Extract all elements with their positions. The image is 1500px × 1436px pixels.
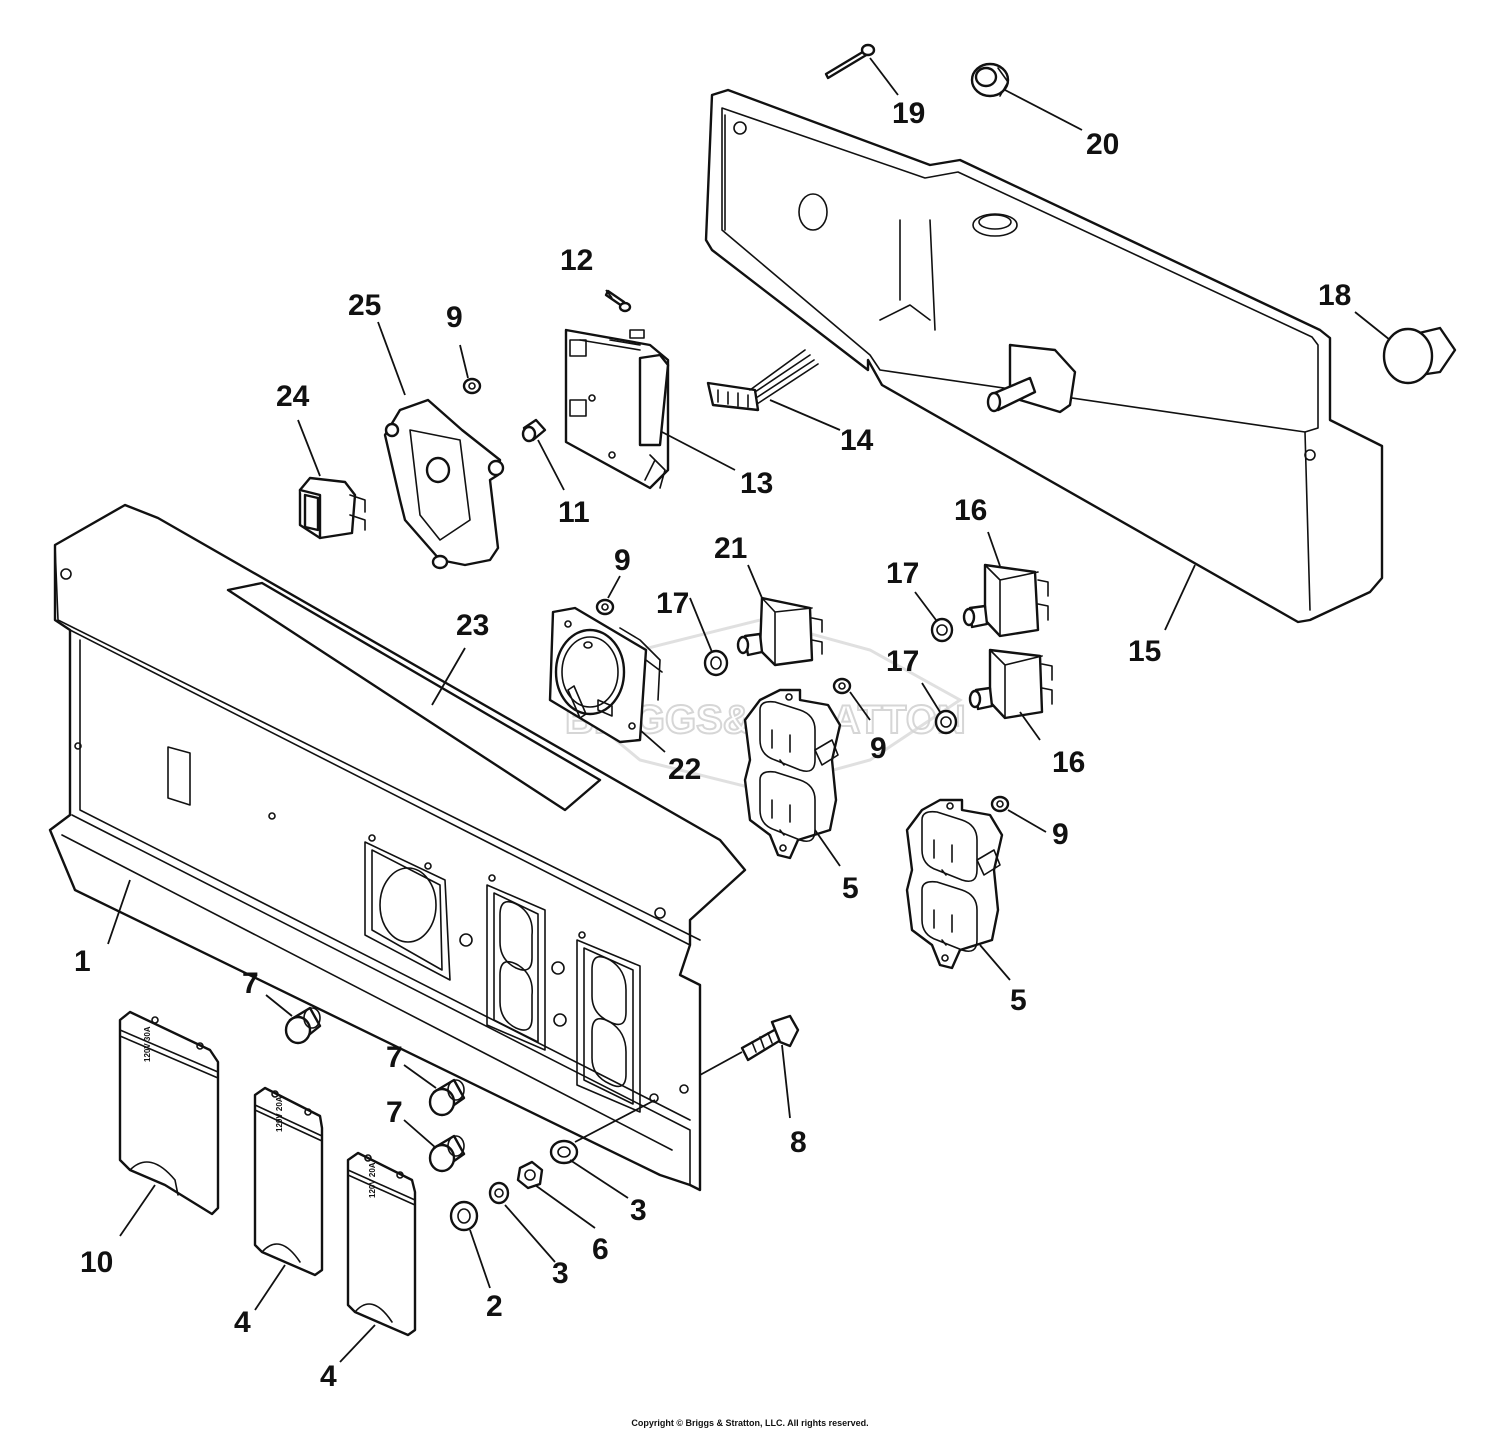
circuit-breaker-21: [736, 596, 823, 667]
callout-14: 14: [840, 424, 874, 457]
duplex-outlet-lower: [905, 798, 1004, 970]
circuit-breaker-16-upper: [962, 563, 1049, 638]
callout-17-top: 17: [886, 557, 919, 590]
callout-24: 24: [276, 380, 310, 413]
grommet-large: [1382, 326, 1457, 385]
nut-lower-right: [990, 795, 1010, 813]
callout-11: 11: [558, 496, 590, 529]
callout-3-lower: 3: [552, 1257, 569, 1290]
callout-22: 22: [668, 753, 701, 786]
grommet-small: [970, 62, 1010, 98]
washer-3b: [549, 1139, 579, 1165]
callout-5-lower: 5: [1010, 984, 1027, 1017]
wire-connector: [706, 349, 819, 412]
callout-15: 15: [1128, 635, 1161, 668]
outlet-cover-30a: 120V 30A: [118, 1010, 220, 1216]
washer-3a: [488, 1181, 510, 1205]
callout-16-bottom: 16: [1052, 746, 1085, 779]
leader-lines: [107, 57, 1391, 1363]
callout-8: 8: [790, 1126, 807, 1159]
callout-13: 13: [740, 467, 773, 500]
bolt: [740, 1014, 800, 1062]
callout-7-middle: 7: [386, 1041, 403, 1074]
callout-5-upper: 5: [842, 872, 859, 905]
callout-numbers: 1 2 3 3 4 4 5 5 6 7 7 7 8 9 9 9 9 10 11 …: [74, 97, 1351, 1393]
receptacle-30a: [548, 606, 663, 744]
callout-4-right: 4: [320, 1360, 337, 1393]
pin: [824, 43, 876, 80]
callout-12: 12: [560, 244, 593, 277]
callout-23: 23: [456, 609, 489, 642]
callout-21: 21: [714, 532, 747, 565]
callout-18: 18: [1318, 279, 1351, 312]
cover-20a-2-label: 120V 20A: [368, 1162, 377, 1198]
rocker-switch: [298, 476, 366, 540]
callout-6: 6: [592, 1233, 609, 1266]
washer-3: [934, 709, 958, 735]
nut-middle: [595, 598, 615, 616]
callout-9-top: 9: [446, 301, 463, 334]
callout-20: 20: [1086, 128, 1119, 161]
circuit-board: [564, 328, 670, 490]
copyright-notice: Copyright © Briggs & Stratton, LLC. All …: [631, 1418, 869, 1428]
callout-1: 1: [74, 945, 91, 978]
hex-nut: [516, 1160, 544, 1190]
outlet-cover-20a-1: 120V 20A: [253, 1086, 324, 1277]
callout-3-upper: 3: [630, 1194, 647, 1227]
callout-2: 2: [486, 1290, 503, 1323]
mounting-bracket: [383, 398, 505, 570]
nut-top: [462, 377, 482, 395]
callout-9-right: 9: [1052, 818, 1069, 851]
callout-10: 10: [80, 1246, 113, 1279]
small-plug: [521, 418, 547, 443]
outlet-cover-20a-2: 120V 20A: [346, 1151, 417, 1337]
callout-16-top: 16: [954, 494, 987, 527]
nut-receptacle: [832, 677, 852, 695]
washer-1: [703, 649, 729, 677]
knob-1: [284, 1006, 322, 1045]
control-box-housing: [704, 88, 1384, 624]
circuit-breaker-16-lower: [968, 648, 1053, 720]
knob-2: [428, 1078, 466, 1117]
main-control-panel: [48, 503, 747, 1192]
callout-9-receptacle: 9: [870, 732, 887, 765]
callout-17-bottom: 17: [886, 645, 919, 678]
duplex-outlet-upper: [743, 688, 842, 860]
callout-19: 19: [892, 97, 925, 130]
flange-nut: [449, 1200, 479, 1232]
callout-7-bottom: 7: [386, 1096, 403, 1129]
cover-20a-1-label: 120V 20A: [275, 1096, 284, 1132]
callout-9-middle: 9: [614, 544, 631, 577]
callout-4-left: 4: [234, 1306, 251, 1339]
washer-2: [930, 617, 954, 643]
callout-17-left: 17: [656, 587, 689, 620]
cover-30a-label: 120V 30A: [143, 1026, 152, 1062]
callout-25: 25: [348, 289, 381, 322]
callout-7-top: 7: [242, 967, 259, 1000]
knob-3: [428, 1134, 466, 1173]
